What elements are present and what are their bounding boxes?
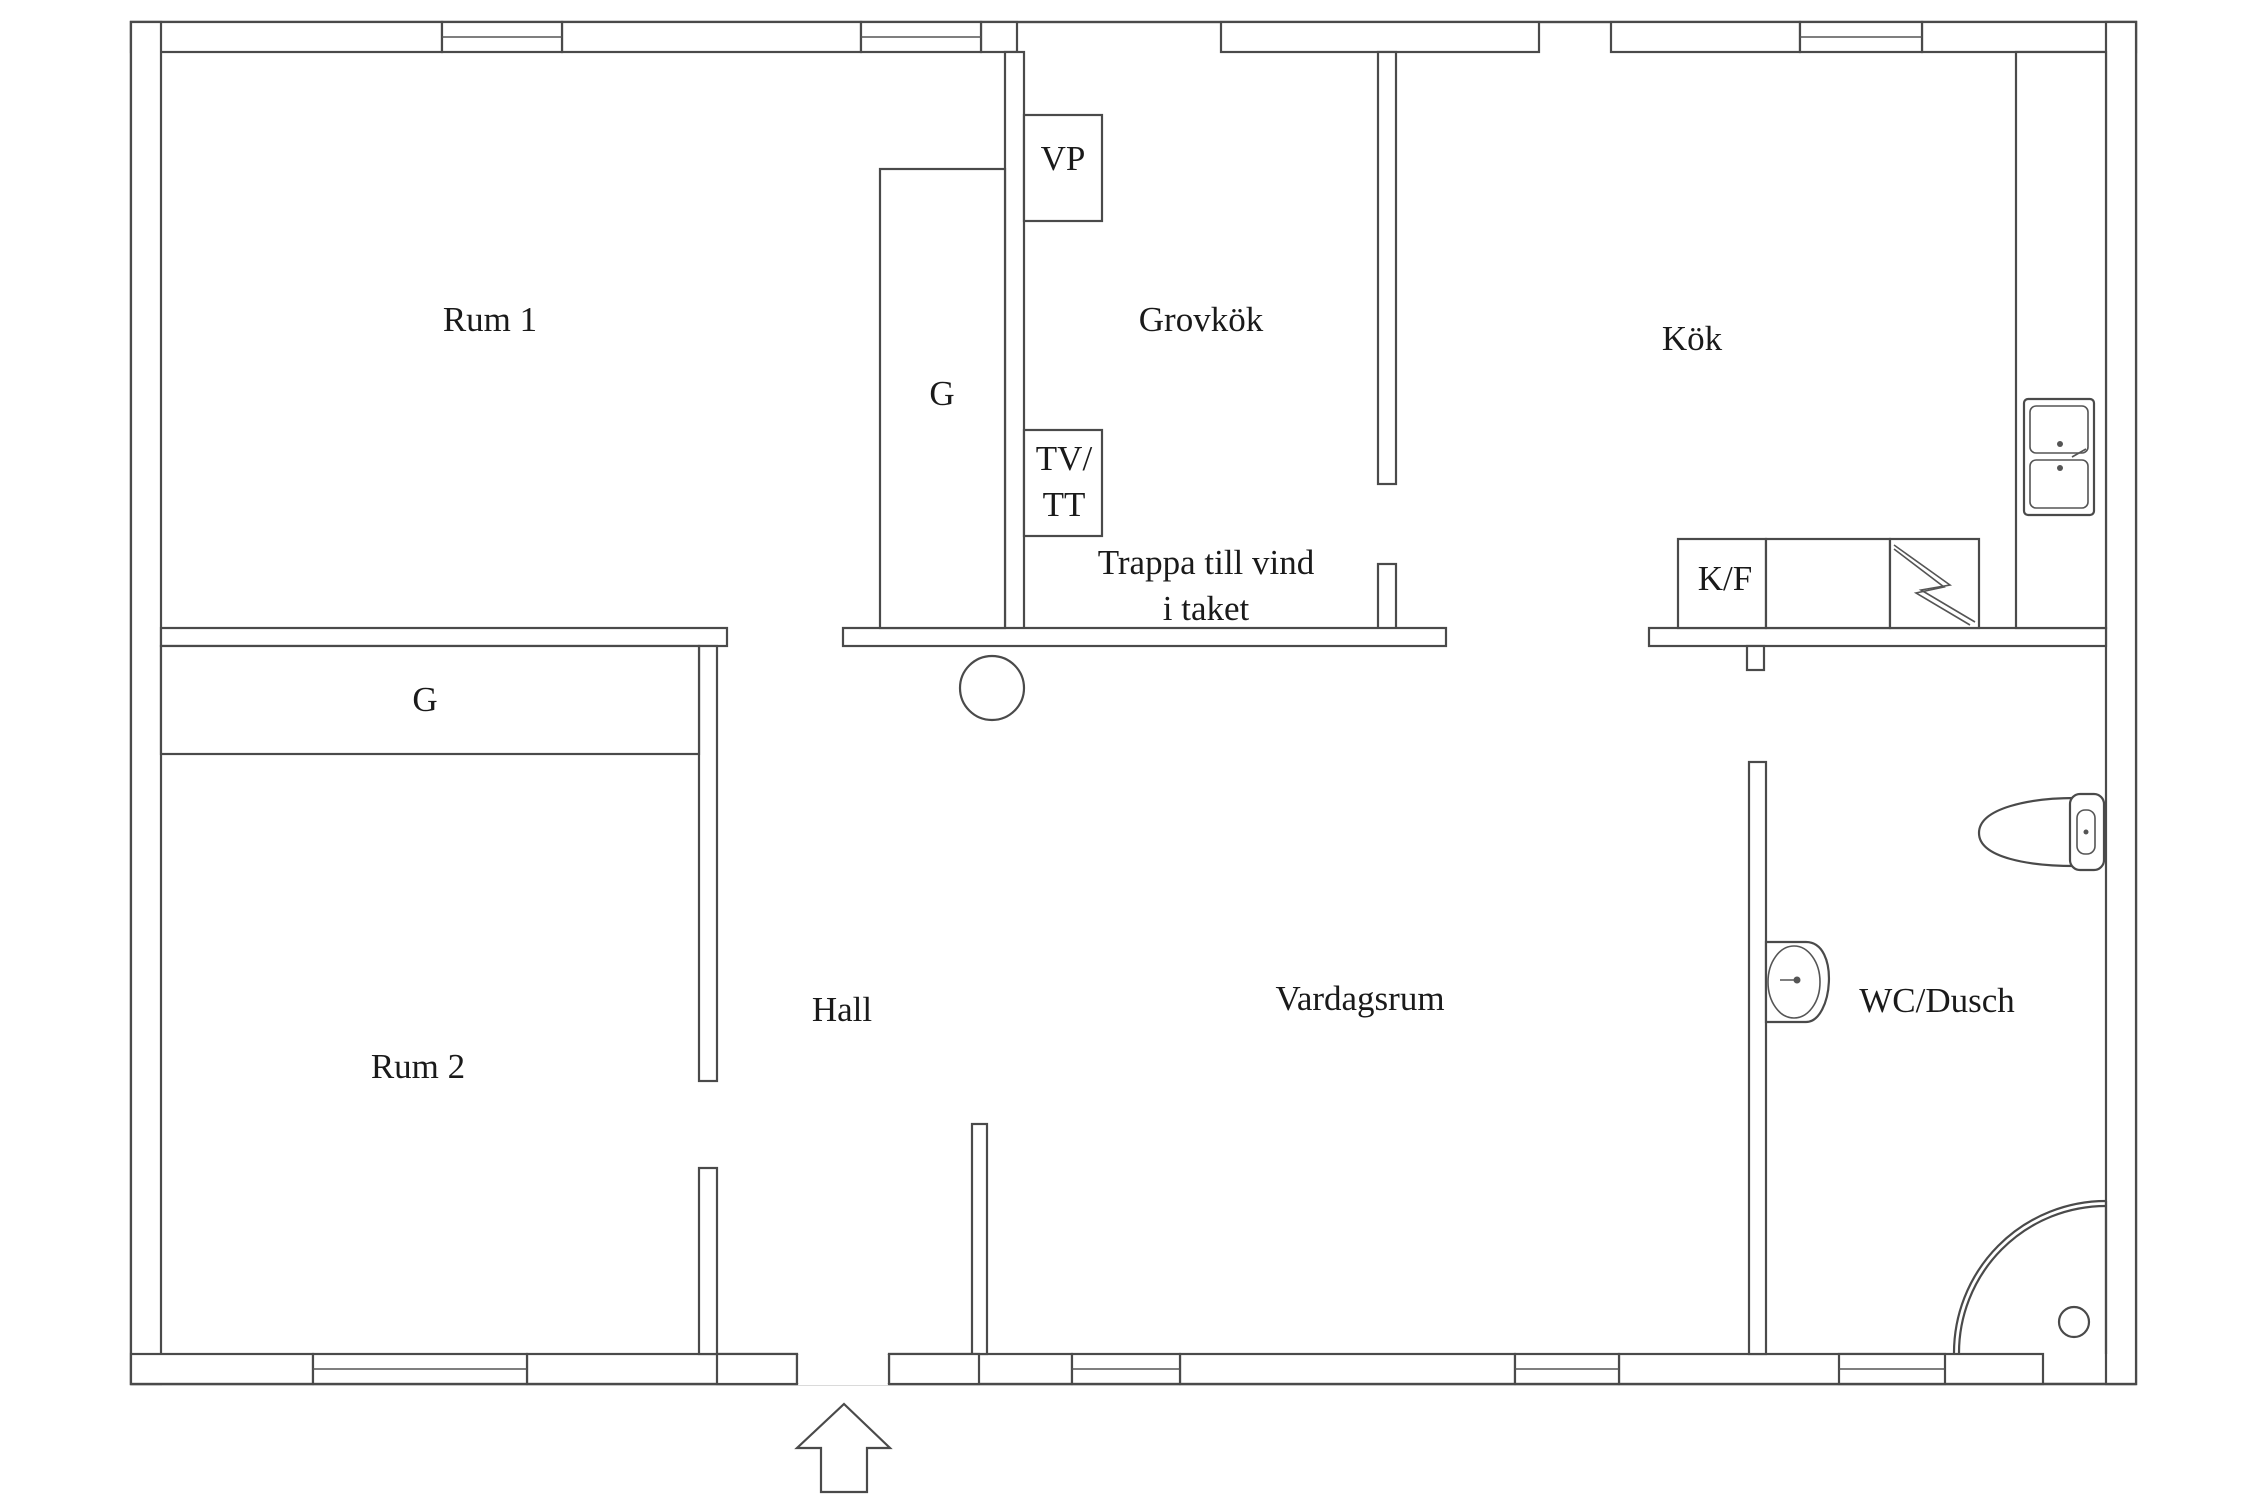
room-label-rum1: Rum 1 — [443, 300, 537, 339]
washer-dryer-label-1: TV/ — [1036, 439, 1093, 478]
closet-rum2 — [159, 644, 701, 756]
double-sink-icon — [2022, 397, 2096, 517]
fridge-freezer-label: K/F — [1698, 559, 1752, 598]
toilet-icon — [1977, 792, 2106, 872]
room-label-kok: Kök — [1662, 319, 1723, 358]
closet-label-rum1: G — [929, 374, 954, 413]
fridge-freezer-box — [1676, 537, 1768, 630]
washer-dryer-label-2: TT — [1043, 485, 1086, 524]
room-label-wc-dusch: WC/Dusch — [1859, 981, 2015, 1020]
room-label-vardagsrum: Vardagsrum — [1275, 979, 1444, 1018]
stove-icon — [1888, 537, 1981, 630]
heat-pump-box — [1022, 113, 1104, 223]
washer-dryer-box — [1022, 428, 1104, 538]
closet-rum1 — [878, 167, 1007, 630]
stairs-label-1: Trappa till vind — [1098, 543, 1315, 582]
windows — [311, 20, 1947, 1386]
heat-pump-label: VP — [1041, 139, 1086, 178]
entrance-wall-left — [715, 1352, 799, 1386]
kitchen-counter — [1764, 537, 1892, 630]
round-column-icon — [958, 654, 1026, 722]
room-label-rum2: Rum 2 — [371, 1047, 465, 1086]
shower-icon — [1952, 1199, 2108, 1355]
entrance-wall-right — [887, 1352, 981, 1386]
exterior-walls — [129, 20, 2138, 1386]
room-label-grovkok: Grovkök — [1139, 300, 1264, 339]
entrance-arrow-icon — [794, 1402, 893, 1494]
washbasin-icon — [1764, 940, 1830, 1024]
closet-label-rum2: G — [412, 680, 437, 719]
room-label-hall: Hall — [812, 990, 873, 1029]
stairs-label-2: i taket — [1163, 589, 1250, 628]
